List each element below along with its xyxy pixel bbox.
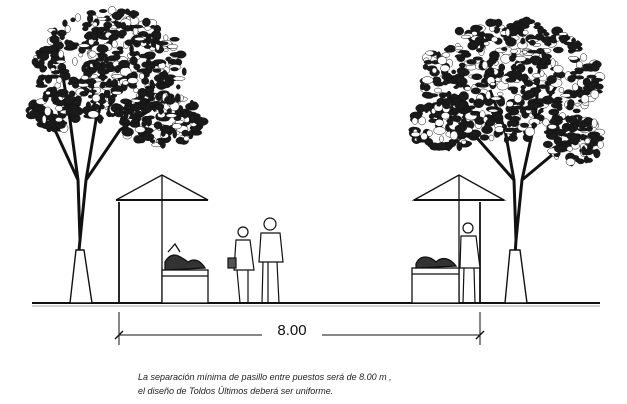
pedestrian-woman-icon: [227, 226, 255, 304]
vendor-person-icon: [459, 222, 481, 304]
pedestrian-man-icon: [258, 217, 284, 304]
right-tree-icon: [408, 16, 606, 304]
note-line-2: el diseño de Toldos Últimos deberá ser u…: [138, 386, 334, 396]
dimension-line: [114, 312, 485, 345]
note-line-1: La separación mínima de pasillo entre pu…: [138, 372, 392, 382]
left-stall-icon: [115, 174, 209, 304]
left-tree-icon: [25, 6, 209, 304]
right-stall-icon: [411, 174, 507, 304]
dimension-label: 8.00: [262, 322, 322, 339]
